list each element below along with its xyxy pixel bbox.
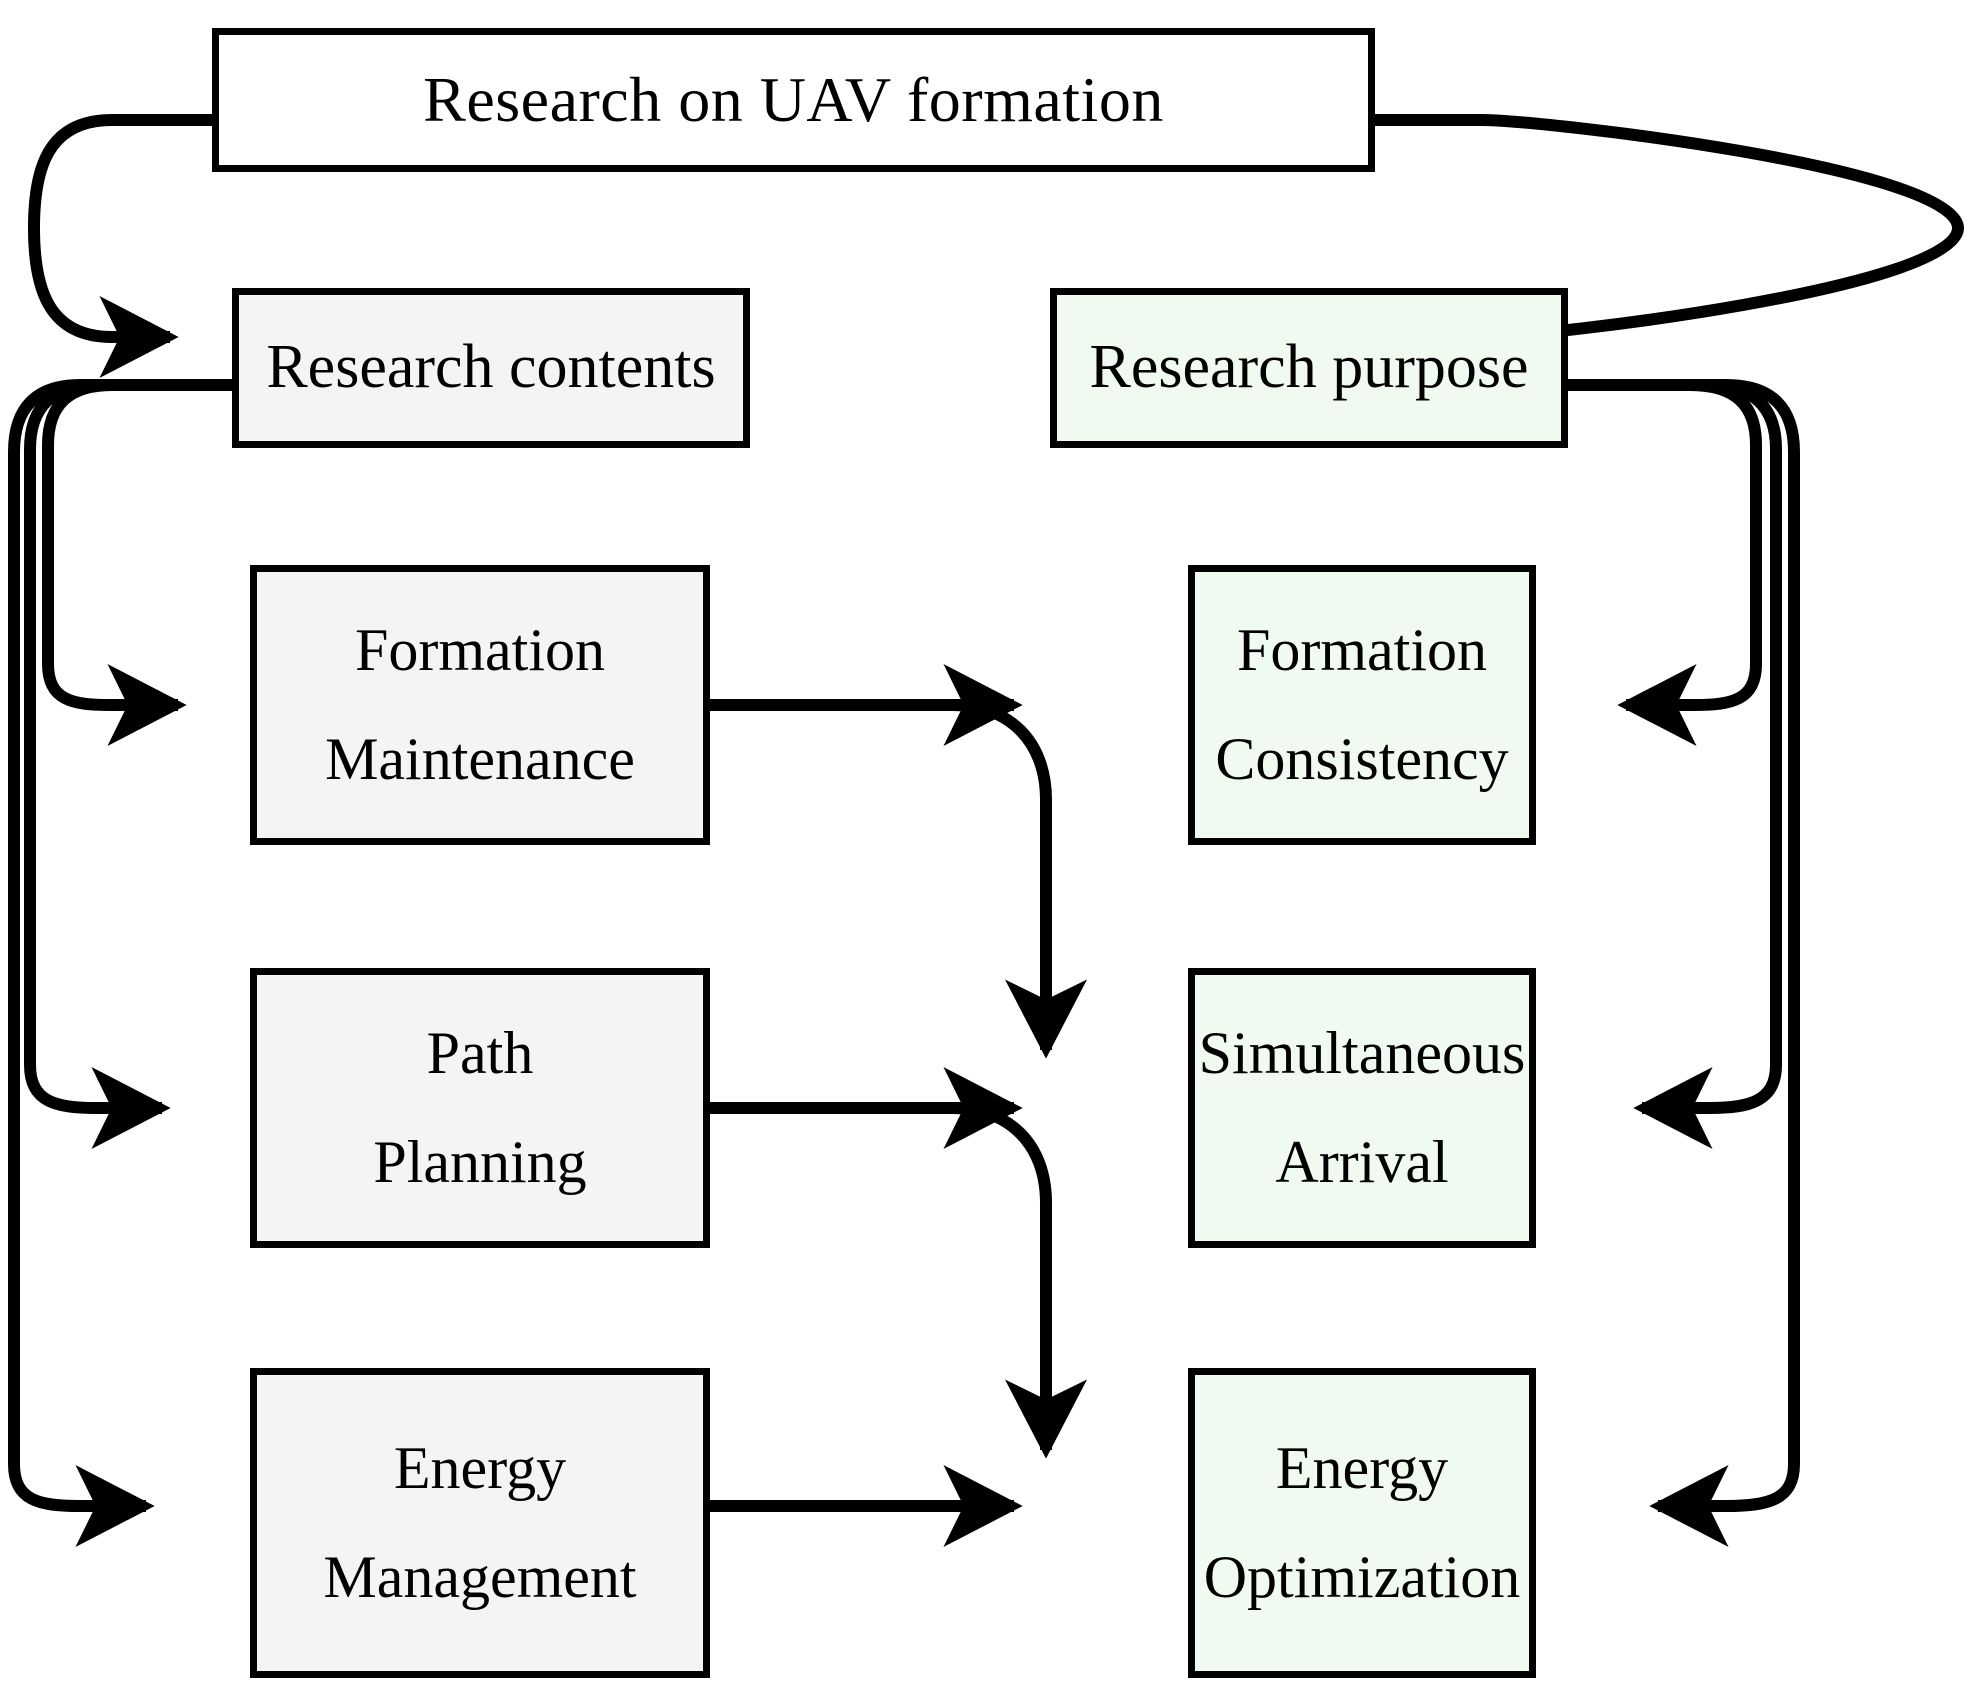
edge-contents-to-fm xyxy=(42,379,232,747)
node-energy-management-line1: Energy xyxy=(393,1435,567,1501)
node-research-contents-label: Research contents xyxy=(266,333,716,402)
node-title-label: Research on UAV formation xyxy=(423,63,1164,135)
node-simultaneous-arrival[interactable]: Simultaneous Arrival xyxy=(1188,968,1536,1248)
node-formation-maintenance[interactable]: Formation Maintenance xyxy=(250,565,710,845)
node-energy-management-line2: Management xyxy=(323,1544,637,1610)
edge-title-to-purpose xyxy=(1375,114,1964,379)
node-energy-optimization-line1: Energy xyxy=(1275,1435,1449,1501)
node-research-contents[interactable]: Research contents xyxy=(232,288,750,448)
edge-pp-to-eo xyxy=(951,1102,1088,1459)
edge-contents-to-pp xyxy=(24,379,232,1150)
node-formation-maintenance-line2: Maintenance xyxy=(325,726,635,792)
edge-title-to-contents xyxy=(28,114,212,379)
node-formation-consistency-line1: Formation xyxy=(1237,617,1487,683)
edge-contents-to-em xyxy=(8,379,232,1548)
edge-purpose-to-sa xyxy=(1565,379,1782,1150)
node-formation-consistency[interactable]: Formation Consistency xyxy=(1188,565,1536,845)
node-research-purpose-label: Research purpose xyxy=(1089,333,1529,402)
node-research-purpose[interactable]: Research purpose xyxy=(1050,288,1568,448)
node-energy-management[interactable]: Energy Management xyxy=(250,1368,710,1678)
node-energy-optimization-line2: Optimization xyxy=(1203,1544,1521,1610)
edge-purpose-to-fc xyxy=(1565,379,1762,747)
node-path-planning-line1: Path xyxy=(426,1020,534,1086)
node-path-planning-line2: Planning xyxy=(373,1129,587,1195)
node-simultaneous-arrival-line1: Simultaneous xyxy=(1198,1020,1526,1086)
node-title[interactable]: Research on UAV formation xyxy=(212,28,1375,172)
node-energy-optimization[interactable]: Energy Optimization xyxy=(1188,1368,1536,1678)
node-formation-consistency-line2: Consistency xyxy=(1215,726,1509,792)
node-formation-maintenance-line1: Formation xyxy=(355,617,605,683)
edge-purpose-to-eo xyxy=(1565,379,1800,1548)
edge-fm-to-sa xyxy=(951,699,1088,1059)
node-simultaneous-arrival-line2: Arrival xyxy=(1275,1129,1449,1195)
node-path-planning[interactable]: Path Planning xyxy=(250,968,710,1248)
